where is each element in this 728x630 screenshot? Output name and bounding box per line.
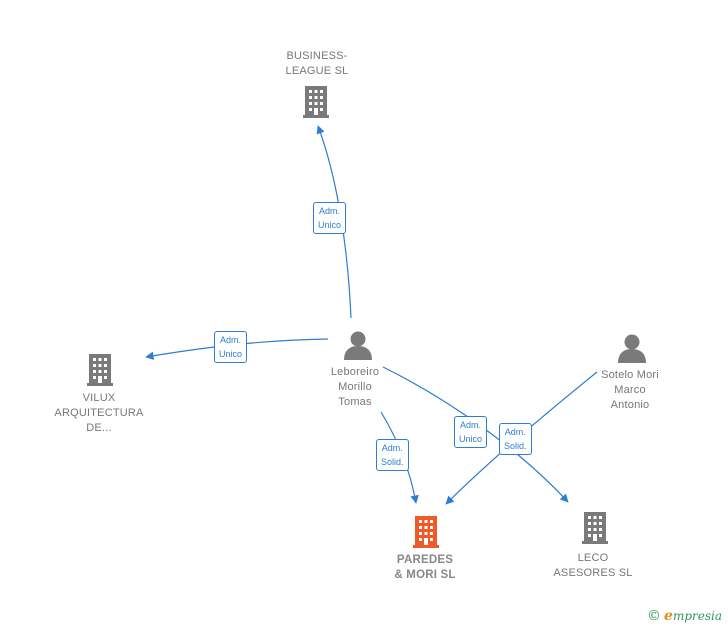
person-icon (344, 331, 372, 360)
edge-label-adm-unico-vilux: Adm. Unico (214, 331, 248, 363)
node-sotelo-label[interactable]: Sotelo Mori Marco Antonio (601, 369, 659, 411)
building-icon (87, 354, 113, 386)
copyright-icon: © (647, 608, 662, 624)
edge-label-adm-solid-leboreiro-paredes: Adm. Solid. (376, 439, 409, 471)
building-icon (303, 86, 329, 118)
node-business-league-label[interactable]: BUSINESS- LEAGUE SL (285, 50, 349, 77)
node-leboreiro-label[interactable]: Leboreiro Morillo Tomas (330, 366, 380, 408)
empresia-logo: ©empresia (647, 608, 722, 624)
edge-label-adm-solid-sotelo-paredes: Adm. Solid. (499, 423, 532, 455)
main-company-building-icon (413, 516, 439, 548)
node-leco-label[interactable]: LECO ASESORES SL (553, 552, 633, 579)
building-icon (582, 512, 608, 544)
node-paredes-label[interactable]: PAREDES & MORI SL (394, 554, 456, 581)
person-icon (618, 334, 646, 363)
edge-label-adm-unico-leco: Adm. Unico (454, 416, 488, 448)
node-vilux-label[interactable]: VILUX ARQUITECTURA DE... (54, 392, 144, 434)
edge-label-adm-unico-business-league: Adm. Unico (313, 202, 347, 234)
